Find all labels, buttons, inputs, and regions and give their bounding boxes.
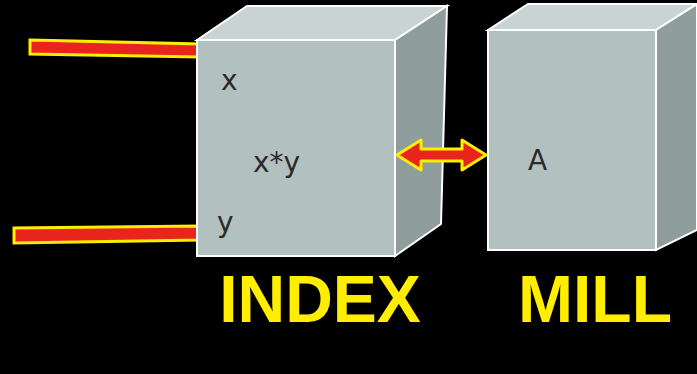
machine-cube: AMILL — [488, 30, 656, 250]
data-arrow — [397, 140, 486, 170]
register-label: A — [528, 146, 547, 177]
unit-heading: MILL — [518, 266, 672, 332]
machine-cube: xx*yyINDEX — [197, 40, 395, 256]
register-label: x — [221, 66, 238, 97]
cube-side — [656, 4, 697, 250]
input-bar — [30, 40, 200, 57]
cube-side — [395, 6, 447, 256]
cube-front — [197, 40, 395, 256]
cube-front — [488, 30, 656, 250]
register-label: y — [217, 208, 234, 239]
input-bar — [14, 226, 200, 243]
register-label: x*y — [253, 148, 300, 179]
unit-heading: INDEX — [219, 266, 421, 332]
